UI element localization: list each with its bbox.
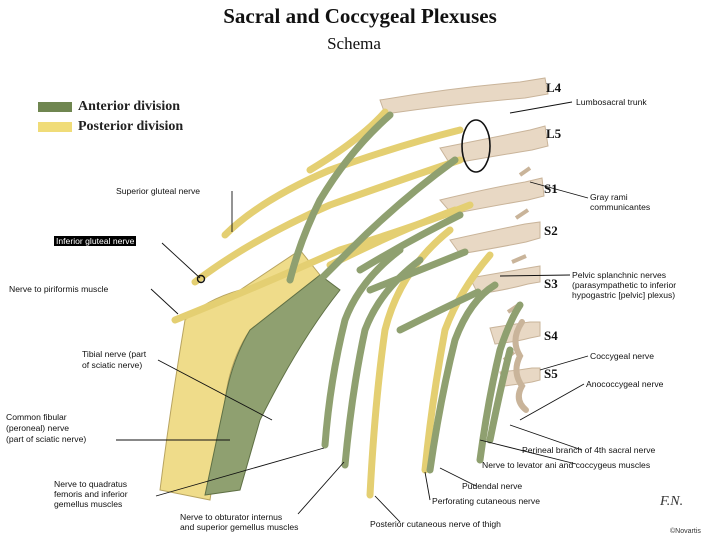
label-common-fibular-1: Common fibular — [6, 412, 67, 422]
copyright: ©Novartis — [670, 528, 701, 535]
label-pudendal: Pudendal nerve — [462, 481, 523, 491]
segment-label-s2: S2 — [544, 223, 558, 238]
branch-inferior-gluteal — [191, 156, 464, 286]
label-common-fibular-3: (part of sciatic nerve) — [6, 434, 87, 444]
page-title: Sacral and Coccygeal Plexuses — [223, 4, 497, 28]
branch-l5-anterior — [296, 156, 459, 304]
artist-signature-icon: F.N. — [660, 494, 684, 509]
label-quadratus-1: Nerve to quadratus — [54, 479, 128, 489]
inferior-gluteal-marker — [196, 274, 206, 284]
legend-label-anterior: Anterior division — [78, 99, 181, 114]
label-levator-ani: Nerve to levator ani and coccygeus muscl… — [482, 460, 651, 470]
label-perforating: Perforating cutaneous nerve — [432, 496, 540, 506]
label-common-fibular-2: (peroneal) nerve — [6, 423, 70, 433]
segment-label-s4: S4 — [544, 328, 558, 343]
label-gray-rami-1: Gray rami — [590, 192, 628, 202]
branch-posterior-root-l4 — [306, 108, 389, 174]
lumbosacral-ring — [461, 119, 491, 173]
segment-label-s1: S1 — [544, 181, 558, 196]
root-l4 — [379, 77, 549, 115]
label-superior-gluteal: Superior gluteal nerve — [116, 186, 201, 196]
label-obturator-internus-2: and superior gemellus muscles — [180, 522, 299, 532]
segment-label-l5: L5 — [546, 126, 562, 141]
page-subtitle: Schema — [327, 34, 381, 53]
label-tibial-2: of sciatic nerve) — [82, 360, 143, 370]
legend-anterior: Anterior division — [38, 99, 181, 114]
branch-levator-ani — [476, 301, 524, 464]
branch-s2-anterior — [366, 248, 469, 294]
sciatic-tibial — [204, 274, 341, 496]
branch-perforating — [421, 251, 494, 474]
root-l5 — [439, 125, 549, 165]
label-quadratus-2: femoris and inferior — [54, 489, 128, 499]
label-lumbosacral-trunk: Lumbosacral trunk — [576, 97, 647, 107]
segment-label-s3: S3 — [544, 276, 558, 291]
branch-s1-anterior — [356, 211, 464, 274]
branch-perineal-s4 — [486, 346, 514, 444]
label-pelvic-splanchnic-1: Pelvic splanchnic nerves — [572, 270, 667, 280]
label-gray-rami-2: communicantes — [590, 202, 651, 212]
branch-s3-anterior — [396, 288, 482, 334]
anterior-branches — [286, 111, 524, 474]
branch-l4-anterior — [286, 111, 394, 284]
label-pelvic-splanchnic-2: (parasympathetic to inferior — [572, 280, 677, 290]
label-posterior-cutaneous: Posterior cutaneous nerve of thigh — [370, 519, 501, 529]
legend-swatch-anterior — [38, 102, 72, 112]
label-piriformis: Nerve to piriformis muscle — [9, 284, 109, 294]
label-anococcygeal: Anococcygeal nerve — [586, 379, 664, 389]
leader-lines — [116, 101, 589, 523]
label-inferior-gluteal: Inferior gluteal nerve — [54, 236, 137, 246]
legend-swatch-posterior — [38, 122, 72, 132]
label-tibial-1: Tibial nerve (part — [82, 349, 147, 359]
root-s2 — [449, 221, 541, 255]
legend-posterior: Posterior division — [38, 119, 184, 134]
gray-rami — [502, 166, 532, 362]
label-obturator-internus-1: Nerve to obturator internus — [180, 512, 283, 522]
segment-label-l4: L4 — [546, 80, 562, 95]
branch-obturator-internus — [341, 256, 424, 469]
label-perineal-branch: Perineal branch of 4th sacral nerve — [522, 445, 656, 455]
branch-quadratus — [321, 246, 404, 449]
segment-label-s5: S5 — [544, 366, 558, 381]
branch-pudendal — [426, 281, 499, 474]
label-coccygeal: Coccygeal nerve — [590, 351, 655, 361]
coccygeal-plexus — [512, 319, 529, 413]
label-pelvic-splanchnic-3: hypogastric [pelvic] plexus) — [572, 290, 676, 300]
legend-label-posterior: Posterior division — [78, 119, 184, 134]
branch-superior-gluteal — [221, 126, 464, 239]
label-quadratus-3: gemellus muscles — [54, 499, 123, 509]
